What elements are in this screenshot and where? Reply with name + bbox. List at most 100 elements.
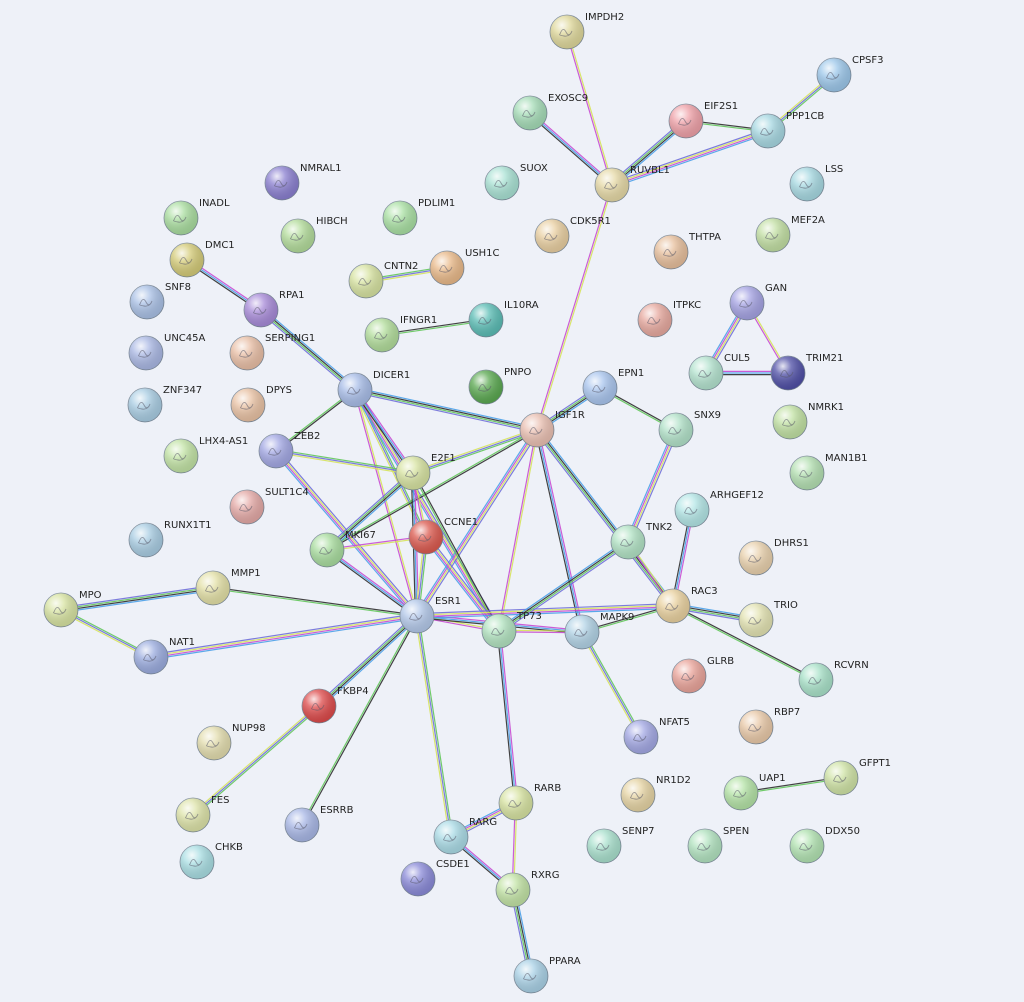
node-mpo[interactable]: MPO	[43, 590, 102, 628]
node-sult1c4[interactable]: SULT1C4	[229, 487, 309, 525]
edge-strand	[416, 604, 673, 616]
node-gfpt1[interactable]: GFPT1	[823, 758, 891, 796]
edge-impdh2-ruvbl1	[565, 31, 614, 186]
node-gloss	[724, 776, 758, 810]
protein-structure-icon	[559, 29, 573, 37]
node-runx1t1[interactable]: RUNX1T1	[128, 520, 211, 558]
node-cdk5r1[interactable]: CDK5R1	[534, 216, 611, 254]
edge-strand	[534, 430, 582, 633]
node-impdh2[interactable]: IMPDH2	[549, 12, 624, 50]
node-rcvrn[interactable]: RCVRN	[798, 660, 869, 698]
node-esrrb[interactable]: ESRRB	[284, 805, 354, 843]
edge-strand	[61, 589, 214, 613]
node-nfat5[interactable]: NFAT5	[623, 717, 690, 755]
edge-strand	[497, 539, 627, 630]
node-ush1c[interactable]: USH1C	[429, 248, 500, 286]
edge-strand	[423, 538, 498, 633]
node-gloss	[134, 640, 168, 674]
node-gloss	[773, 405, 807, 439]
node-trim21[interactable]: TRIM21	[770, 353, 843, 391]
node-unc45a[interactable]: UNC45A	[128, 333, 206, 371]
node-label: EIF2S1	[704, 101, 738, 112]
edge-strand	[417, 615, 454, 837]
node-rbp7[interactable]: RBP7	[738, 707, 800, 745]
node-mef2a[interactable]: MEF2A	[755, 215, 825, 253]
node-rpa1[interactable]: RPA1	[243, 290, 305, 328]
node-gan[interactable]: GAN	[729, 283, 787, 321]
node-epn1[interactable]: EPN1	[582, 368, 644, 406]
node-esr1[interactable]: ESR1	[399, 596, 461, 634]
node-ppara[interactable]: PPARA	[513, 956, 581, 994]
node-glrb[interactable]: GLRB	[671, 656, 734, 694]
edge-igf1r-esr1	[414, 428, 540, 618]
node-spen[interactable]: SPEN	[687, 826, 749, 864]
node-mmp1[interactable]: MMP1	[195, 568, 261, 606]
node-tnk2[interactable]: TNK2	[610, 522, 673, 560]
node-snx9[interactable]: SNX9	[658, 410, 721, 448]
node-rac3[interactable]: RAC3	[655, 586, 718, 624]
node-nat1[interactable]: NAT1	[133, 637, 195, 675]
node-ppp1cb[interactable]: PPP1CB	[750, 111, 824, 149]
node-ddx50[interactable]: DDX50	[789, 826, 860, 864]
node-fes[interactable]: FES	[175, 795, 229, 833]
node-ifngr1[interactable]: IFNGR1	[364, 315, 437, 353]
node-dicer1[interactable]: DICER1	[337, 370, 410, 408]
node-inadl[interactable]: INADL	[163, 198, 230, 236]
node-zeb2[interactable]: ZEB2	[258, 431, 320, 469]
node-lhx4-as1[interactable]: LHX4-AS1	[163, 436, 248, 474]
node-serping1[interactable]: SERPING1	[229, 333, 315, 371]
node-uap1[interactable]: UAP1	[723, 773, 786, 811]
node-fkbp4[interactable]: FKBP4	[301, 686, 369, 724]
edge-strand	[326, 471, 413, 550]
edge-strand	[353, 390, 417, 617]
node-gloss	[689, 356, 723, 390]
node-dmc1[interactable]: DMC1	[169, 240, 235, 278]
node-pnpo[interactable]: PNPO	[468, 367, 532, 405]
node-cntn2[interactable]: CNTN2	[348, 261, 418, 299]
node-dpys[interactable]: DPYS	[230, 385, 292, 423]
node-csde1[interactable]: CSDE1	[400, 859, 470, 897]
node-cpsf3[interactable]: CPSF3	[816, 55, 883, 93]
node-rarb[interactable]: RARB	[498, 783, 561, 821]
node-ruvbl1[interactable]: RUVBL1	[594, 165, 670, 203]
node-gloss	[430, 251, 464, 285]
node-senp7[interactable]: SENP7	[586, 826, 655, 864]
node-trio[interactable]: TRIO	[738, 600, 798, 638]
edge-nat1-esr1	[150, 613, 418, 660]
node-nmrk1[interactable]: NMRK1	[772, 402, 844, 440]
edge-strand	[536, 429, 583, 633]
node-exosc9[interactable]: EXOSC9	[512, 93, 588, 131]
node-tp73[interactable]: TP73	[481, 611, 542, 649]
node-snf8[interactable]: SNF8	[129, 282, 191, 320]
node-pdlim1[interactable]: PDLIM1	[382, 198, 455, 236]
node-mapk9[interactable]: MAPK9	[564, 612, 634, 650]
node-e2f1[interactable]: E2F1	[395, 453, 456, 491]
node-mki67[interactable]: MKI67	[309, 530, 376, 568]
node-il10ra[interactable]: IL10RA	[468, 300, 539, 338]
node-arhgef12[interactable]: ARHGEF12	[674, 490, 764, 528]
node-igf1r[interactable]: IGF1R	[519, 410, 585, 448]
edge-strand	[355, 389, 419, 616]
node-cul5[interactable]: CUL5	[688, 353, 750, 391]
node-hibch[interactable]: HIBCH	[280, 216, 348, 254]
node-label: IL10RA	[504, 300, 539, 311]
node-chkb[interactable]: CHKB	[179, 842, 243, 880]
node-lss[interactable]: LSS	[789, 164, 843, 202]
node-ccne1[interactable]: CCNE1	[408, 517, 478, 555]
node-eif2s1[interactable]: EIF2S1	[668, 101, 738, 139]
protein-structure-icon	[698, 370, 712, 378]
node-thtpa[interactable]: THTPA	[653, 232, 721, 270]
edge-strand	[535, 430, 673, 607]
node-itpkc[interactable]: ITPKC	[637, 300, 701, 338]
node-man1b1[interactable]: MAN1B1	[789, 453, 868, 491]
node-znf347[interactable]: ZNF347	[127, 385, 202, 423]
edge-strand	[191, 704, 319, 815]
node-nmral1[interactable]: NMRAL1	[264, 163, 341, 201]
node-rxrg[interactable]: RXRG	[495, 870, 560, 908]
node-nr1d2[interactable]: NR1D2	[620, 775, 691, 813]
node-dhrs1[interactable]: DHRS1	[738, 538, 809, 576]
node-suox[interactable]: SUOX	[484, 163, 548, 201]
node-rarg[interactable]: RARG	[433, 817, 497, 855]
node-nup98[interactable]: NUP98	[196, 723, 266, 761]
